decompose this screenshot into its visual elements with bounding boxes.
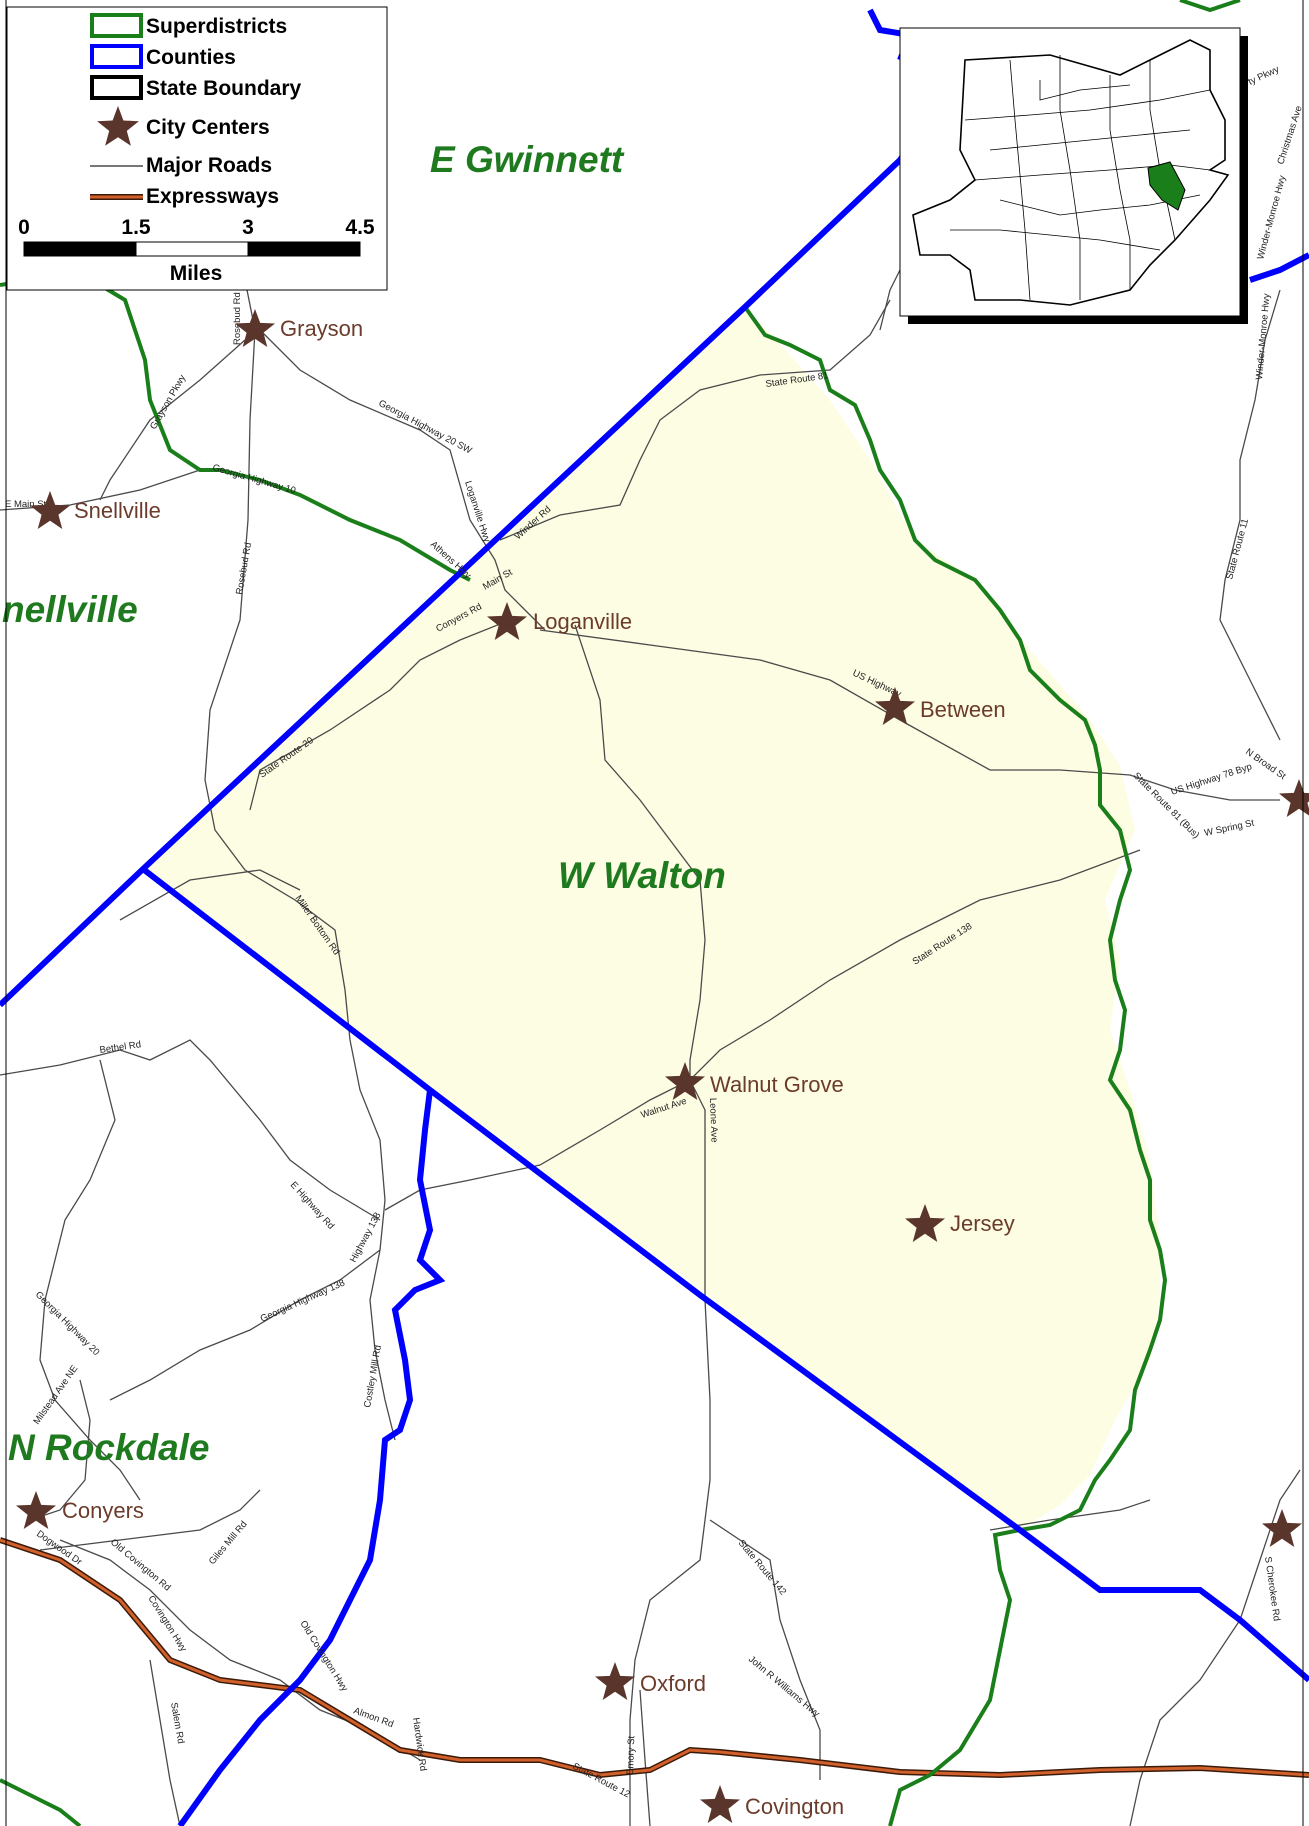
legend-label-major-roads: Major Roads [146,154,272,177]
county-rockdale-newton [177,1089,446,1826]
legend-label-state-boundary: State Boundary [146,77,302,100]
city-oxford[interactable]: Oxford [595,1662,706,1700]
road-leone-ave [629,1079,711,1826]
scale-tick-3: 4.5 [345,216,375,239]
city-between[interactable]: Between [875,687,1006,725]
road-salem-rd [149,1659,181,1826]
superdistrict-boundaries [0,0,1241,1826]
legend-state-boundary-swatch [90,75,143,100]
city-jersey[interactable]: Jersey [905,1204,1015,1242]
star-icon [595,1662,635,1700]
star-icon [875,687,915,725]
w-walton-area[interactable] [143,307,1160,1530]
star-icon [30,491,70,529]
inset-district-lines [950,55,1211,301]
star-icon [487,602,527,640]
county-walton-rockdale-newton [141,866,1309,1683]
scale-segment-1 [23,241,137,257]
city-covington[interactable]: Covington [700,1785,844,1823]
city-walnut-grove[interactable]: Walnut Grove [665,1062,844,1100]
region-label-e-gwinnett[interactable]: E Gwinnett [430,139,625,180]
legend-superdistrict-swatch [90,13,143,38]
city-snellville[interactable]: Snellville [30,491,161,529]
star-icon [700,1785,740,1823]
inset-locator-map [899,27,1248,324]
star-icon [235,309,275,347]
scale-tick-1: 1.5 [121,216,151,239]
legend-county-swatch [90,44,143,69]
scale-segment-3 [247,241,361,257]
city-conyers[interactable]: Conyers [16,1491,144,1529]
road-georgia-hwy-138 [109,1249,381,1401]
region-label-snellville[interactable]: nellville [2,589,138,630]
road-hwy-20-sw [259,329,546,631]
scale-segment-2 [135,241,249,257]
superdistrict-snellville-border [98,283,471,582]
expressway-i20-inner [0,1538,1309,1777]
city-label-between: Between [920,697,1006,722]
superdistrict-w-walton-east [743,305,1168,1826]
county-right [1249,252,1309,283]
city-label-grayson: Grayson [280,316,363,341]
region-label-n-rockdale[interactable]: N Rockdale [8,1427,210,1468]
road-grayson-pkwy [99,339,246,501]
star-icon [905,1204,945,1242]
road-giles-mill [39,1489,261,1551]
road-label-rosebud-top: Rosebud Rd [232,292,243,345]
road-us-78 [539,629,1280,801]
road-winder-rd [499,299,891,541]
inset-highlight-w-walton [1147,161,1186,211]
legend-label-counties: Counties [146,46,236,69]
road-label-leone-ave: Leone Ave [707,1098,720,1143]
city-loganville[interactable]: Loganville [487,602,632,640]
legend-label-expressways: Expressways [146,185,279,208]
star-icon [16,1491,56,1529]
road-winder-monroe [1219,289,1281,741]
scale-unit-label: Miles [170,262,223,285]
superdistrict-rockdale [0,1778,82,1826]
city-centers: Grayson Snellville Loganville Between Wa… [16,309,1309,1823]
city-label-loganville: Loganville [533,609,632,634]
star-icon-east-2 [1262,1509,1302,1547]
star-icon [665,1062,705,1100]
city-label-walnut-grove: Walnut Grove [710,1072,844,1097]
road-emory-st [639,1689,651,1826]
legend: Superdistricts Counties State Boundary C… [6,6,388,291]
city-label-covington: Covington [745,1794,844,1819]
legend-label-city-centers: City Centers [146,116,270,139]
road-bethel-rd [0,1039,381,1221]
road-north-east [879,269,901,331]
scale-tick-0: 0 [18,216,30,239]
road-loganville-south [574,624,706,1090]
star-icon-east-1 [1279,779,1309,817]
scale-tick-2: 3 [242,216,254,239]
region-labels: E Gwinnett nellville W Walton N Rockdale [2,139,726,1468]
road-e-highway-rd [39,1059,141,1501]
city-label-conyers: Conyers [62,1498,144,1523]
road-label-emory-st: Emory St [625,1735,637,1775]
road-label-e-main-st: E Main St [5,499,47,510]
road-conyers-rd [249,619,511,811]
city-label-snellville: Snellville [74,498,161,523]
road-sr-142 [709,1519,821,1780]
road-costley-mill [369,1249,396,1441]
road-milstead [29,1379,91,1521]
city-label-jersey: Jersey [950,1211,1015,1236]
road-lower-east [989,1499,1151,1531]
city-grayson[interactable]: Grayson [235,309,363,347]
road-sr-138 [119,849,1141,1211]
city-label-oxford: Oxford [640,1671,706,1696]
road-rosebud-rd [204,279,386,1251]
superdistrict-top [1179,0,1241,13]
legend-star-icon [97,106,139,146]
region-label-w-walton[interactable]: W Walton [558,855,726,896]
legend-label-superdistricts: Superdistricts [146,15,287,38]
